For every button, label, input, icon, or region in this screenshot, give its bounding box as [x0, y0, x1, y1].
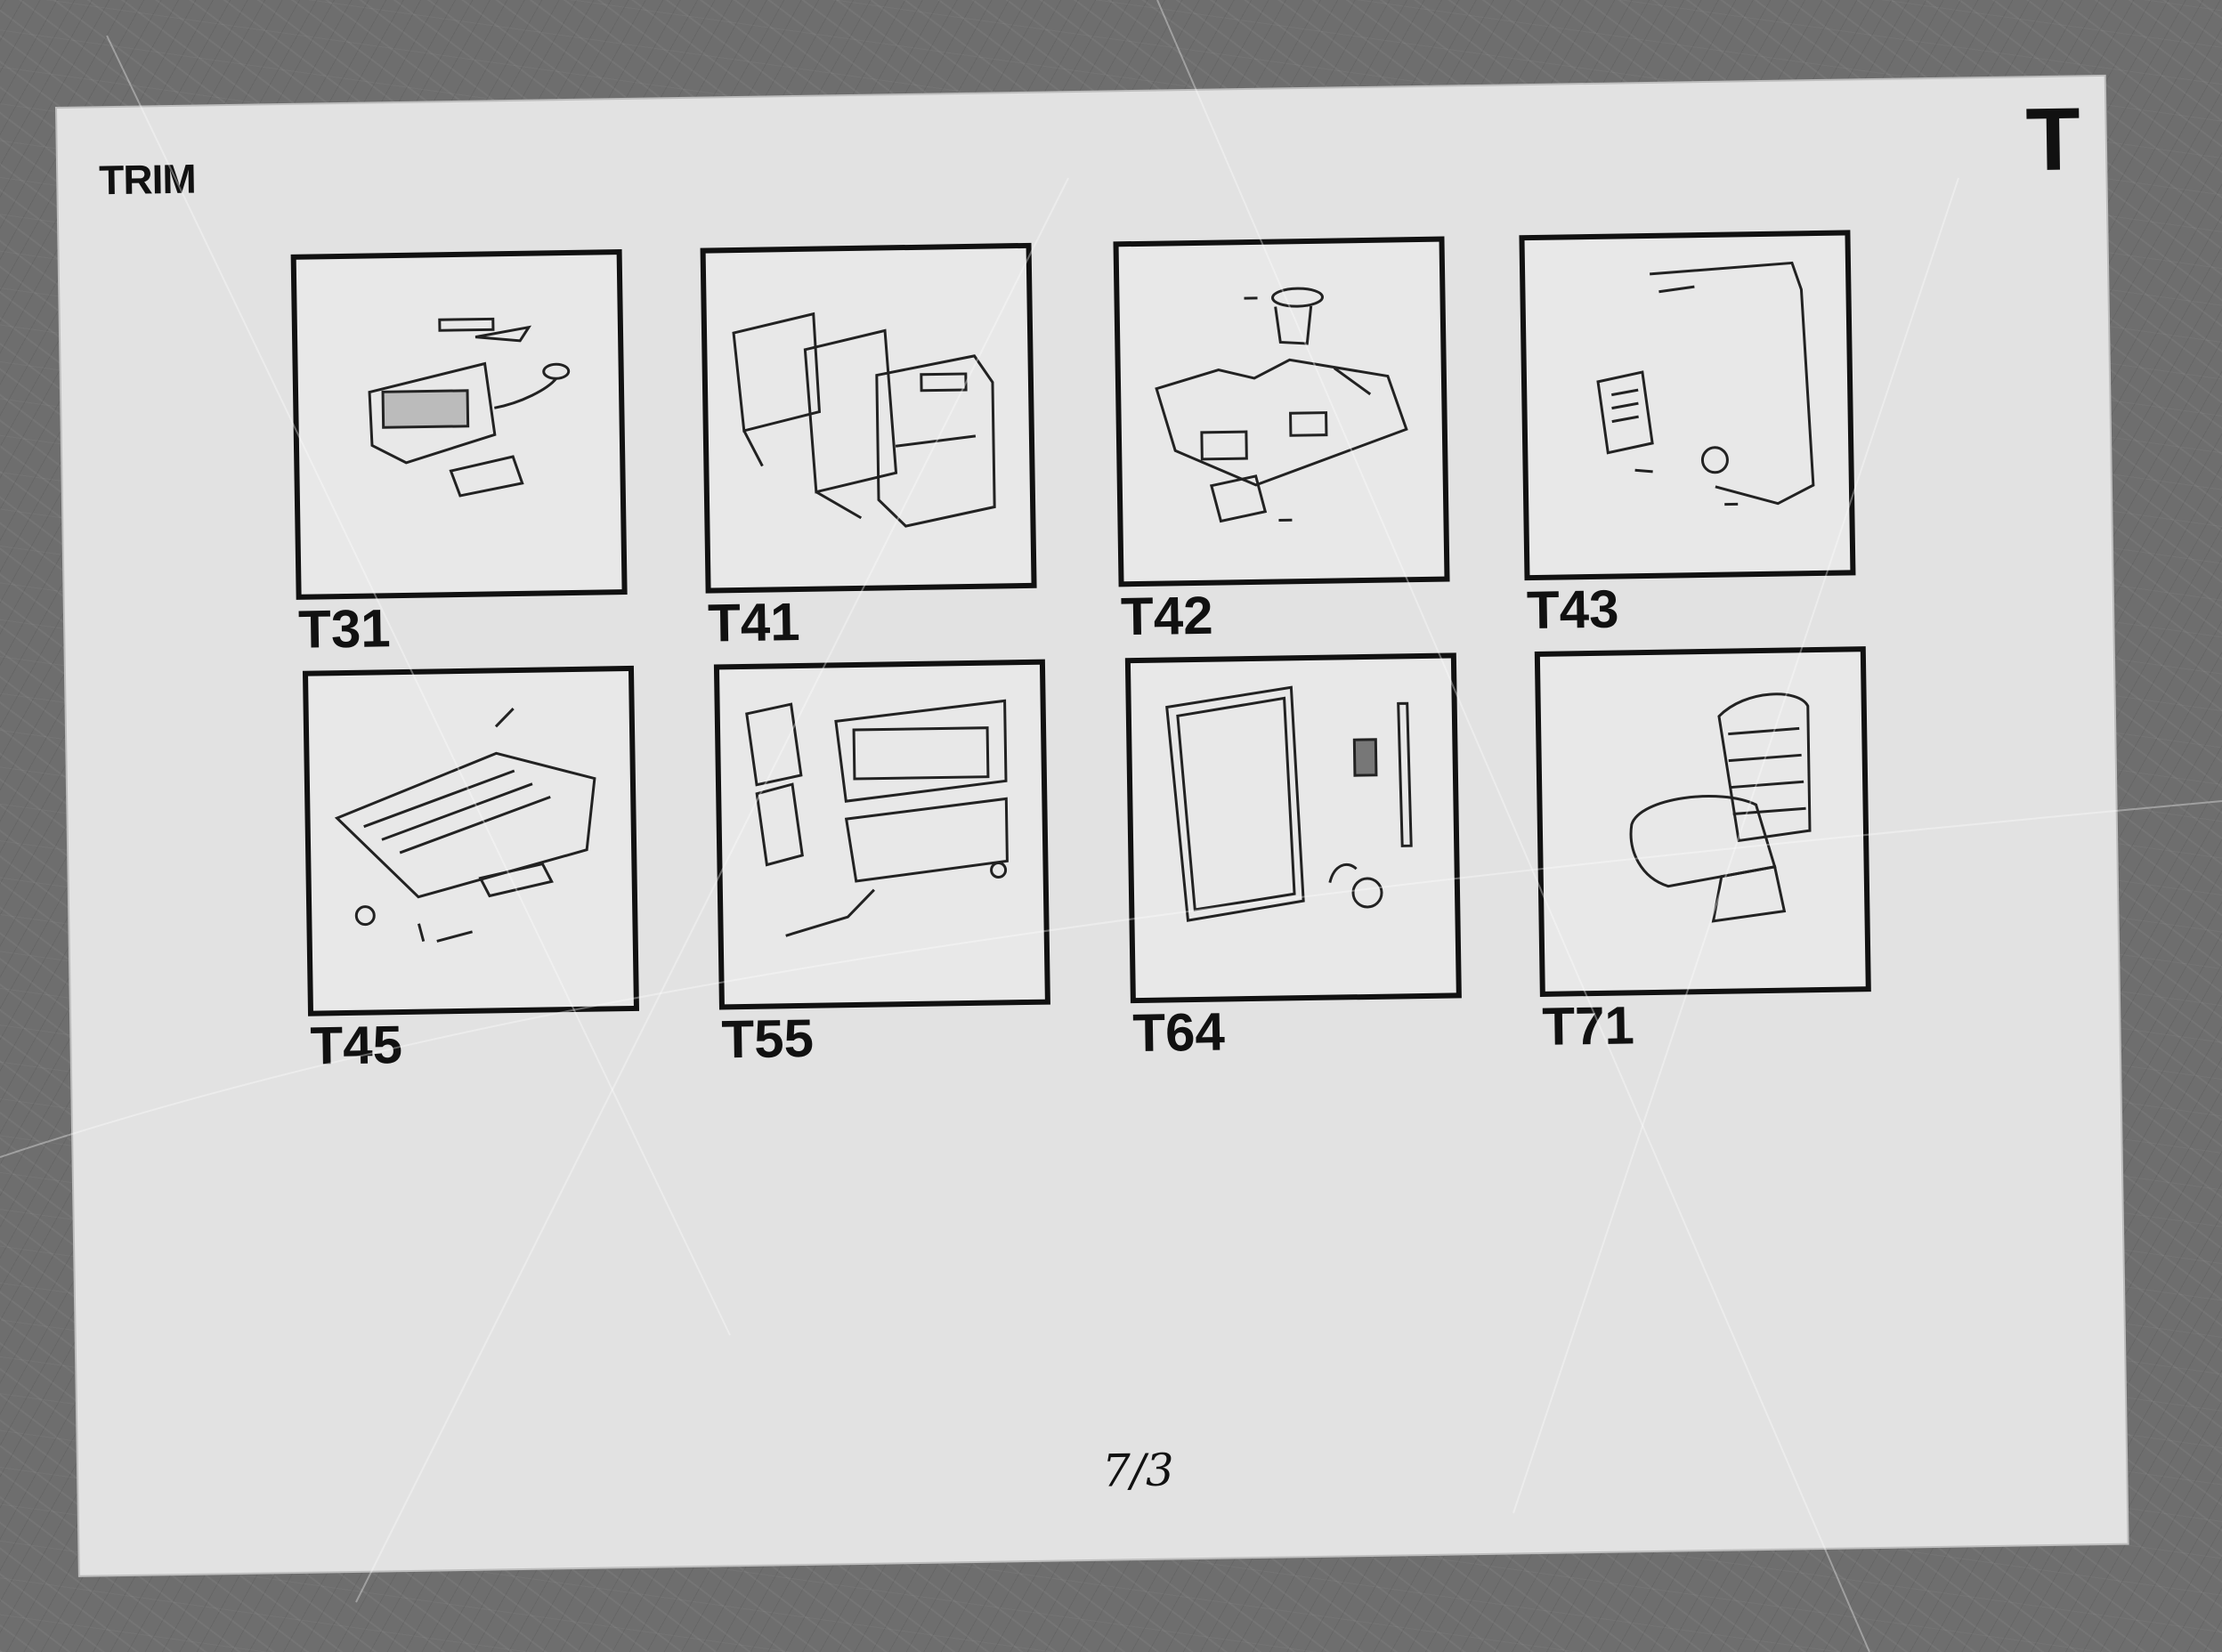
seat-icon [1629, 692, 1812, 923]
cell-t64[interactable]: T64 [1124, 652, 1472, 1076]
part-code: T45 [310, 1015, 403, 1076]
door-seal-icon [1596, 261, 1815, 506]
illustration-frame[interactable] [302, 665, 640, 1016]
cell-t55[interactable]: T55 [713, 659, 1060, 1082]
part-code: T55 [720, 1008, 815, 1070]
section-title: TRIM [98, 155, 197, 204]
illustration-frame[interactable] [713, 659, 1050, 1010]
door-trim-panel-icon [368, 317, 571, 498]
illustration-frame[interactable] [1113, 236, 1450, 587]
headlining-icon [334, 707, 596, 943]
cell-t71[interactable]: T71 [1534, 646, 1881, 1070]
side-trim-panel-icon [745, 699, 1009, 937]
floor-covering-icon [1155, 287, 1408, 523]
part-code: T71 [1541, 995, 1635, 1057]
cell-t41[interactable]: T41 [700, 242, 1047, 667]
illustration-frame[interactable] [1519, 230, 1856, 581]
part-code: T31 [297, 598, 392, 660]
catalogue-sheet: TRIM T T31 [57, 76, 2128, 1575]
part-code: T42 [1120, 585, 1214, 647]
part-code: T41 [707, 591, 801, 653]
part-code: T43 [1526, 579, 1619, 641]
cab-interior-frame-icon [732, 312, 996, 528]
page-number: 7/3 [1101, 1444, 1175, 1497]
cell-t42[interactable]: T42 [1113, 236, 1459, 660]
illustration-frame[interactable] [290, 249, 628, 600]
illustration-frame[interactable] [1124, 652, 1462, 1004]
section-letter: T [2024, 89, 2081, 190]
cell-t31[interactable]: T31 [290, 249, 637, 673]
cell-t45[interactable]: T45 [302, 665, 649, 1089]
illustration-frame[interactable] [700, 242, 1037, 594]
cell-t43[interactable]: T43 [1519, 230, 1865, 653]
window-frame-icon [1165, 685, 1413, 922]
illustration-frame[interactable] [1534, 646, 1871, 997]
part-code: T64 [1131, 1001, 1226, 1064]
